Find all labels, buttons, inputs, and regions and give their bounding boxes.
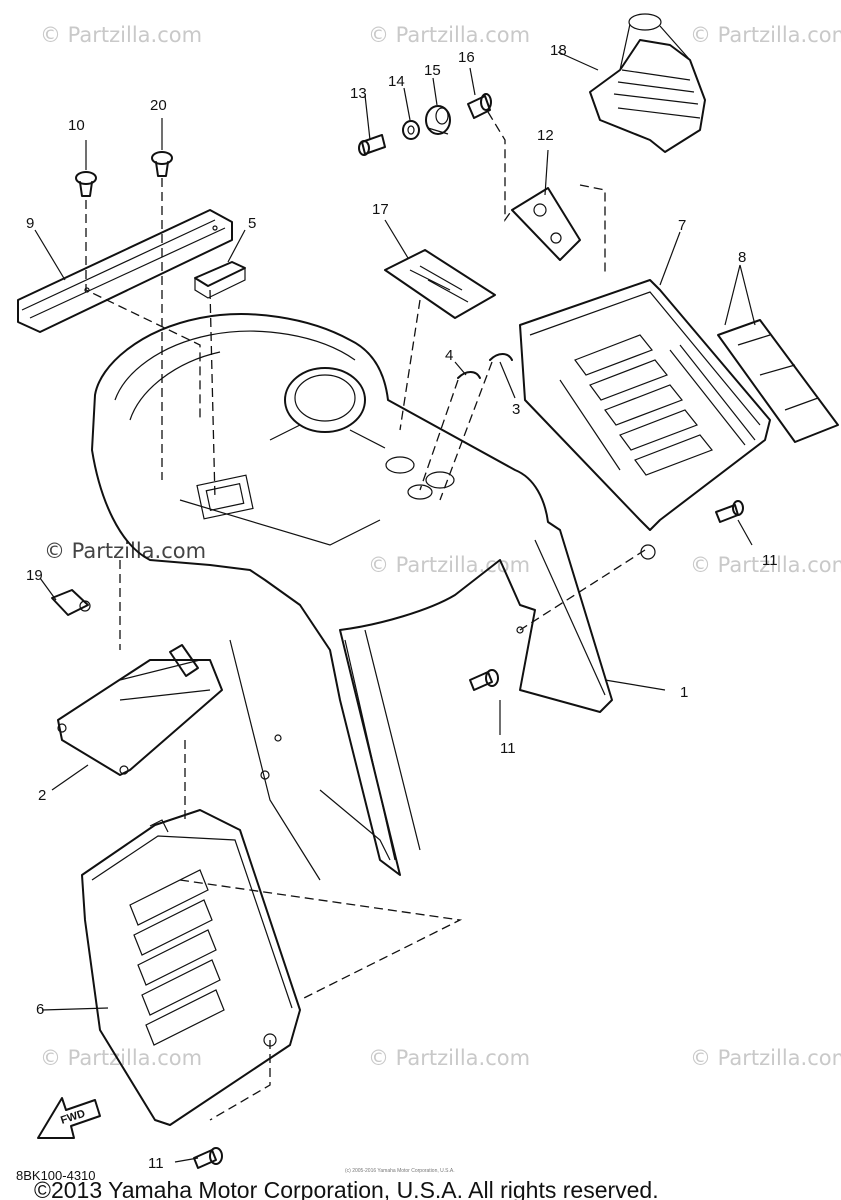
small-copyright: (c) 2005-2016 Yamaha Motor Corporation, … [345,1168,455,1174]
part-16-collar [467,93,492,119]
callout-19: 19 [26,567,43,584]
watermark-group: © Partzilla.com © Partzilla.com © Partzi… [40,23,841,1070]
part-19-clip [51,589,91,616]
watermark: © Partzilla.com [40,23,202,47]
part-5-pad [194,261,246,299]
callout-numbers: 1 2 3 4 5 6 7 8 9 10 11 11 11 12 13 14 1… [26,42,778,1172]
part-14-washer [402,120,420,140]
callout-5: 5 [248,215,256,232]
callout-2: 2 [38,787,46,804]
watermark: © Partzilla.com [40,1046,202,1070]
callout-13: 13 [350,85,367,102]
part-6-left-panel [81,809,301,1126]
part-1-front-body [91,313,613,881]
part-11-bolt [715,500,744,523]
callout-11: 11 [148,1155,164,1172]
callout-4: 4 [445,347,453,364]
callout-8: 8 [738,249,746,266]
part-13-bolt [358,134,386,156]
watermark: © Partzilla.com [44,539,206,563]
callout-20: 20 [150,97,167,114]
callout-10: 10 [68,117,85,134]
callout-11: 11 [762,552,778,569]
part-17-label [384,249,496,319]
watermark: © Partzilla.com [368,23,530,47]
part-11-bolt [469,669,499,691]
callout-1: 1 [680,684,688,701]
callout-3: 3 [512,401,520,418]
watermark: © Partzilla.com [690,1046,841,1070]
assembly-lines [85,111,646,1121]
leader-lines [34,51,756,1163]
callout-6: 6 [36,1001,44,1018]
callout-18: 18 [550,42,567,59]
callout-11: 11 [500,740,516,757]
fwd-label: FWD [59,1108,87,1127]
part-18-boot [589,13,706,153]
part-2-box [57,644,223,776]
part-11-bolt [193,1147,223,1169]
diagram-code: 8BK100-4310 [16,1168,96,1183]
copyright-notice: ©2013 Yamaha Motor Corporation, U.S.A. A… [34,1177,659,1200]
part-4-cushion [457,371,481,379]
callout-15: 15 [424,62,441,79]
part-12-bracket [511,187,581,261]
part-8-seal [717,319,839,443]
watermark: © Partzilla.com [690,553,841,577]
callout-17: 17 [372,201,389,218]
part-9-rail [17,209,233,333]
callout-9: 9 [26,215,34,232]
part-20-clip [151,151,173,177]
part-10-clip [75,171,97,197]
watermark: © Partzilla.com [368,1046,530,1070]
callout-16: 16 [458,49,475,66]
callout-12: 12 [537,127,554,144]
part-15-grommet [425,105,451,135]
callout-14: 14 [388,73,405,90]
fwd-arrow-icon: FWD [37,1097,101,1139]
part-7-right-panel [519,279,771,560]
watermark: © Partzilla.com [690,23,841,47]
callout-7: 7 [678,217,686,234]
part-3-cushion [489,353,513,361]
